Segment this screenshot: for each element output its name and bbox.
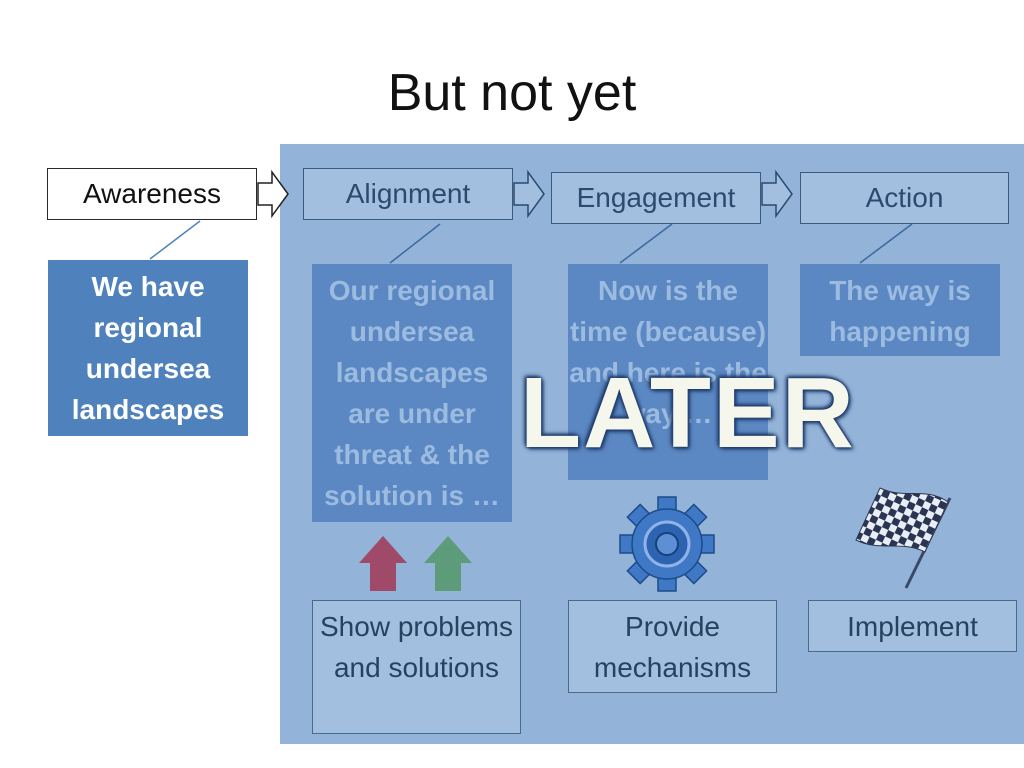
checkered-flag-icon <box>855 487 952 589</box>
desc-action: The way is happening <box>800 264 1000 356</box>
bottom-action: Implement <box>808 600 1017 652</box>
connector-engagement <box>619 223 673 264</box>
desc-alignment: Our regional undersea landscapes are und… <box>312 264 512 522</box>
later-watermark: LATER <box>520 357 856 469</box>
stage-awareness: Awareness <box>47 168 257 220</box>
bottom-alignment: Show problems and solutions <box>312 600 521 734</box>
stage-action: Action <box>800 172 1009 224</box>
up-arrow-icon <box>424 536 472 591</box>
up-arrow-icon <box>359 536 407 591</box>
stage-arrow-2 <box>513 169 545 219</box>
connector-alignment <box>389 223 441 264</box>
gear-icon <box>619 496 715 592</box>
stage-engagement: Engagement <box>551 172 761 224</box>
connector-awareness <box>149 220 201 260</box>
bottom-engagement: Provide mechanisms <box>568 600 777 693</box>
slide-title: But not yet <box>387 64 637 122</box>
desc-engagement: Now is the time (because) and here is th… <box>568 264 768 480</box>
connector-action <box>859 223 913 264</box>
stage-arrow-3 <box>761 169 793 219</box>
stage-arrow-1 <box>257 169 289 219</box>
stage-alignment: Alignment <box>303 168 513 220</box>
desc-awareness: We have regional undersea landscapes <box>48 260 248 436</box>
